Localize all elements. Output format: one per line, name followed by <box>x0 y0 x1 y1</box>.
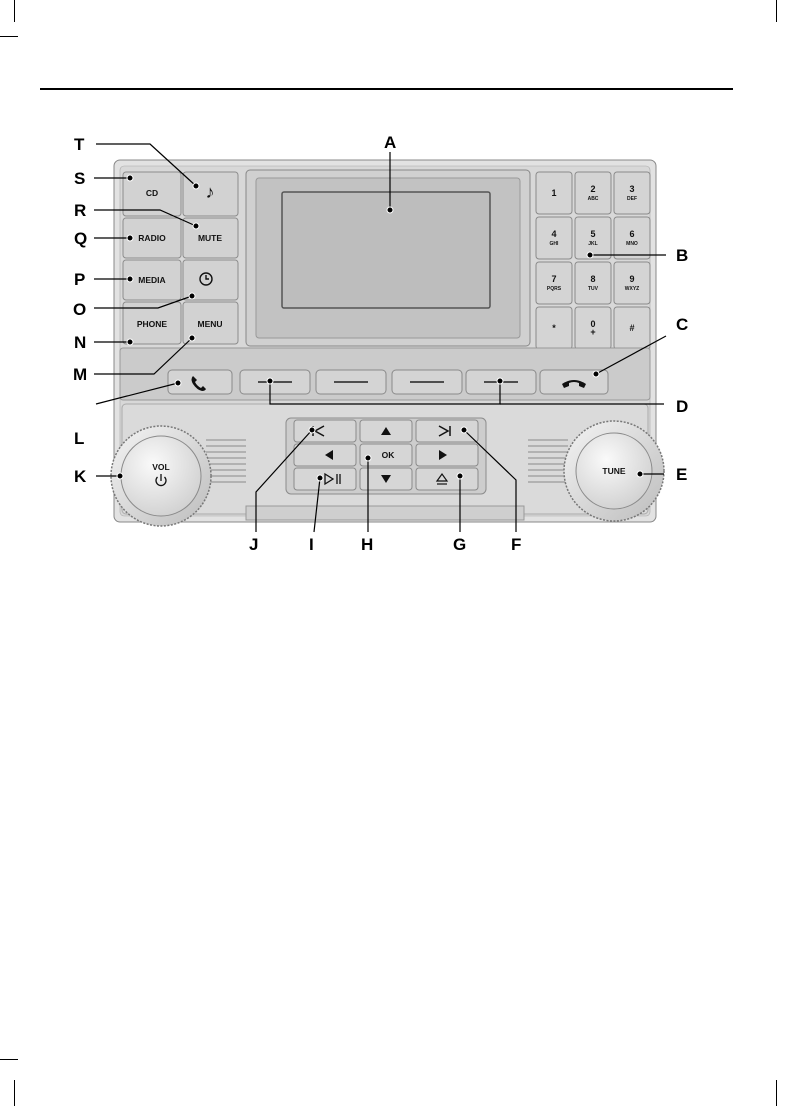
callout-s: S <box>74 169 85 188</box>
radio-button-label: RADIO <box>138 233 166 243</box>
callout-r: R <box>74 201 86 220</box>
tune-label: TUNE <box>602 466 625 476</box>
keypad-key-number: 5 <box>590 229 595 239</box>
keypad-key-letters: GHI <box>550 241 560 247</box>
volume-knob[interactable]: VOL <box>111 426 211 526</box>
callout-q: Q <box>74 229 87 248</box>
callout-j: J <box>249 535 258 554</box>
callout-p: P <box>74 270 85 289</box>
menu-button-label: MENU <box>197 319 222 329</box>
cd-button-label: CD <box>146 188 158 198</box>
keypad-key-number: 9 <box>629 274 634 284</box>
callout-l: L <box>74 429 84 448</box>
function-strip <box>120 348 650 400</box>
keypad-key-number: # <box>629 323 634 333</box>
tune-knob[interactable]: TUNE <box>564 421 664 521</box>
keypad-key-number: 2 <box>590 184 595 194</box>
callout-d: D <box>676 397 688 416</box>
phone-button-label: PHONE <box>137 319 168 329</box>
callout-n: N <box>74 333 86 352</box>
keypad-key-number: 8 <box>590 274 595 284</box>
keypad-key-letters: DEF <box>627 196 637 202</box>
eject-button[interactable] <box>416 468 478 490</box>
music-note-icon: ♪ <box>206 182 215 202</box>
keypad-key-number: 7 <box>551 274 556 284</box>
keypad-key-letters: WXYZ <box>625 286 639 292</box>
ok-button-label: OK <box>382 450 396 460</box>
callout-o: O <box>73 300 86 319</box>
callout-i: I <box>309 535 314 554</box>
callout-e: E <box>676 465 687 484</box>
seek-back-button[interactable] <box>294 420 356 442</box>
keypad-key-letters: ABC <box>588 196 599 202</box>
keypad-key-number: 3 <box>629 184 634 194</box>
callout-b: B <box>676 246 688 265</box>
keypad-key-letters: MNO <box>626 241 638 247</box>
callout-t: T <box>74 135 85 154</box>
display-screen <box>282 192 490 308</box>
callout-c: C <box>676 315 688 334</box>
callout-g: G <box>453 535 466 554</box>
keypad-key-number: * <box>552 323 556 333</box>
keypad-key-number: 1 <box>551 188 556 198</box>
keypad-key-letters: PQRS <box>547 286 562 292</box>
keypad-key-letters: + <box>590 327 595 337</box>
callout-k: K <box>74 467 87 486</box>
callout-a: A <box>384 133 396 152</box>
keypad-key-letters: JKL <box>588 241 597 247</box>
mute-button-label: MUTE <box>198 233 222 243</box>
navigation-cluster: OK <box>286 418 486 494</box>
keypad-key-number: 4 <box>551 229 556 239</box>
callout-f: F <box>511 535 521 554</box>
callout-m: M <box>73 365 87 384</box>
keypad-key-number: 6 <box>629 229 634 239</box>
display-area <box>246 170 530 346</box>
media-button-label: MEDIA <box>138 275 165 285</box>
vol-label: VOL <box>152 462 169 472</box>
callout-h: H <box>361 535 373 554</box>
keypad-key-letters: TUV <box>588 286 599 292</box>
